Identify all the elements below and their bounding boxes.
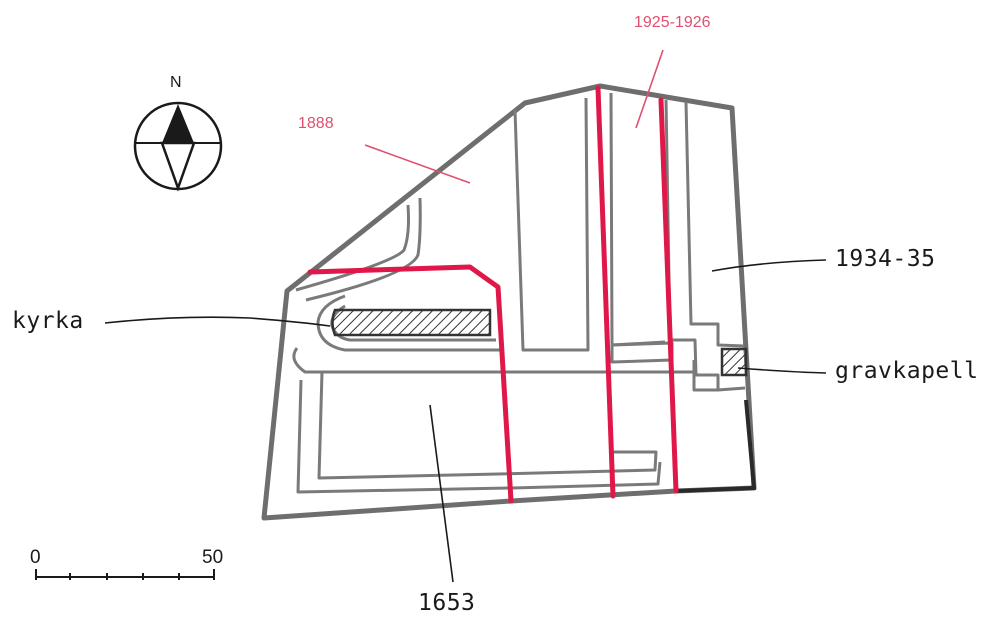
- cemetery-boundary: [261, 83, 757, 521]
- label-1934-35: 1934-35: [835, 246, 936, 272]
- compass-icon: [133, 101, 223, 192]
- grave-chapel: [720, 347, 748, 377]
- extension-lines: [307, 85, 679, 504]
- compass-north-label: N: [170, 74, 182, 91]
- label-gravkapell: gravkapell: [835, 358, 979, 384]
- church-building: [331, 308, 492, 337]
- label-1925-1926: 1925-1926: [634, 14, 711, 31]
- boundary-1934-edge: [675, 399, 757, 493]
- paths-and-plots: [292, 92, 746, 494]
- label-1888: 1888: [298, 115, 334, 132]
- red-leaders: [364, 49, 664, 184]
- label-1653: 1653: [418, 590, 476, 616]
- scale-bar: [35, 569, 215, 580]
- label-kyrka: kyrka: [12, 308, 84, 334]
- scale-start-label: 0: [30, 547, 41, 568]
- scale-end-label: 50: [202, 547, 224, 568]
- black-leaders: [104, 259, 827, 583]
